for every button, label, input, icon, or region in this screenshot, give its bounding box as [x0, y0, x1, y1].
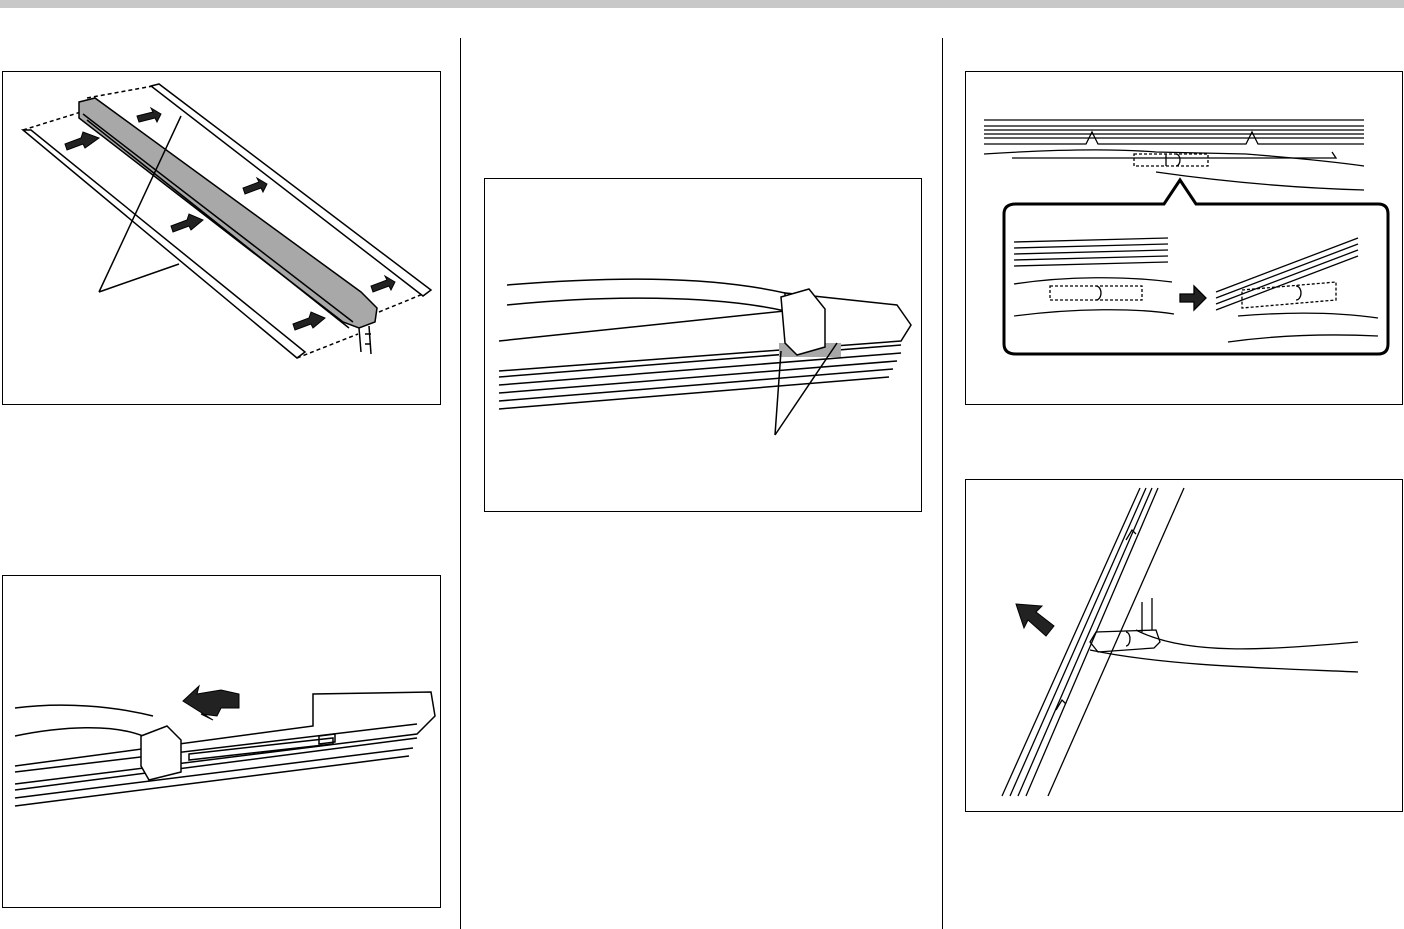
- column-divider-right: [942, 38, 943, 929]
- figure-wiper-blade-arm-release: [965, 479, 1403, 812]
- blade-clip: [781, 289, 825, 355]
- figure-wiper-rubber-backing-strips: [2, 71, 441, 405]
- transition-arrow: [1180, 286, 1206, 310]
- blade-edge-1: [1002, 488, 1140, 796]
- arrow-5: [371, 276, 395, 292]
- column-divider-left: [460, 38, 461, 929]
- arrow-3: [243, 178, 267, 194]
- leader-line-2: [99, 264, 179, 292]
- arrow-4: [171, 214, 203, 232]
- release-direction-arrow: [1016, 604, 1054, 636]
- wiper-blade-retainer-tabs-illustration: [485, 179, 922, 512]
- slide-direction-arrow: [183, 686, 239, 720]
- arrow-2: [65, 132, 99, 150]
- figure-wiper-blade-lock-detail: [965, 71, 1403, 405]
- wiper-arm: [1136, 630, 1358, 649]
- wiper-blade-lock-detail-illustration: [966, 72, 1403, 405]
- wiper-rubber-backing-strips-illustration: [3, 72, 441, 405]
- blade-body: [499, 293, 911, 371]
- wiper-blade-slide-out-illustration: [3, 576, 441, 908]
- arm-clip: [1090, 630, 1160, 652]
- arrow-1: [137, 108, 161, 122]
- wiper-blade-arm-release-illustration: [966, 480, 1403, 812]
- figure-wiper-blade-retainer-tabs: [484, 178, 922, 512]
- page-top-bar: [0, 0, 1404, 8]
- blade-clip: [141, 726, 181, 780]
- wiper-arm: [15, 705, 153, 716]
- wiper-arm: [507, 279, 785, 293]
- figure-wiper-blade-slide-out: [2, 575, 441, 908]
- arrow-6: [293, 312, 325, 330]
